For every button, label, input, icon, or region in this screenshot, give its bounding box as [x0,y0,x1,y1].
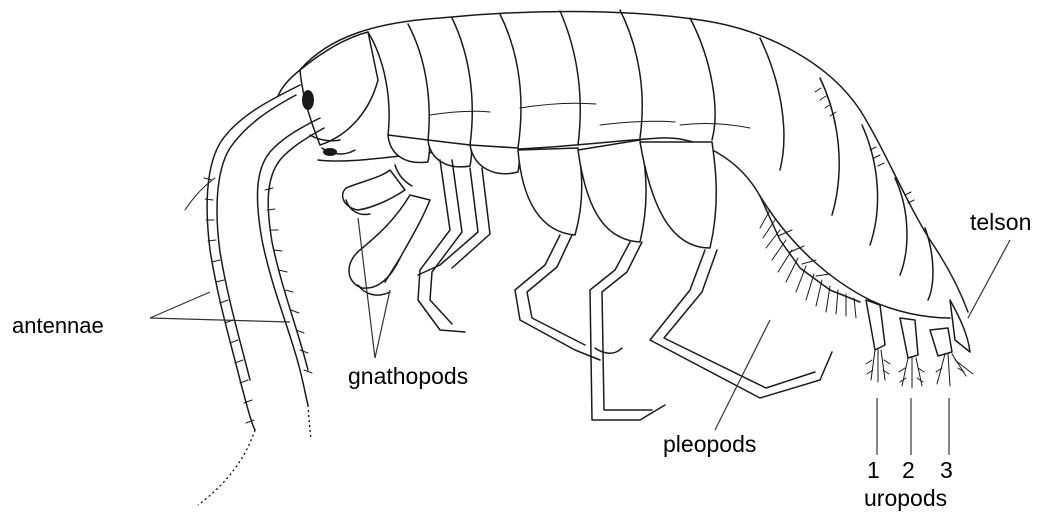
uropod-2-label: 2 [902,457,915,483]
uropod-3-label: 3 [940,457,953,483]
telson-label: telson [970,209,1031,235]
antennae-leader [150,292,290,322]
gnathopods-label: gnathopods [348,363,468,389]
antennae-drawing [185,85,324,505]
uropods-label: uropods [864,485,947,511]
gnathopods-drawing [343,165,430,295]
telson-leader [968,240,1010,318]
antennae-label: antennae [12,313,104,338]
uropods-drawing [866,300,973,388]
pleopods-label: pleopods [663,431,756,457]
uropod-1-label: 1 [867,457,880,483]
pleopods-leader [715,320,770,430]
